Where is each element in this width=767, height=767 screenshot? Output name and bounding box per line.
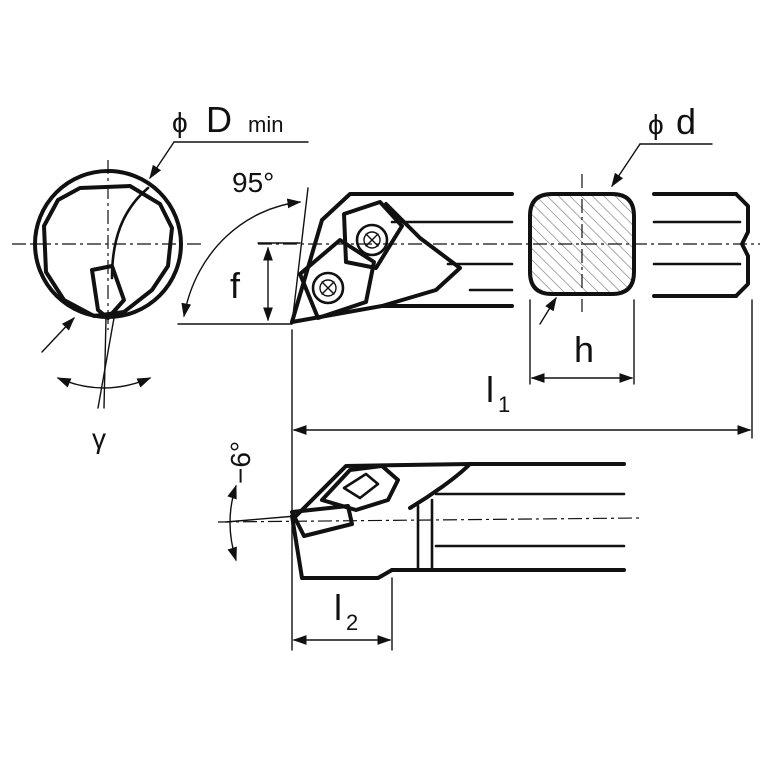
inclination-arc — [227, 484, 237, 562]
side-insert — [290, 504, 354, 538]
l2-main-label: l — [334, 587, 342, 628]
insert-screw — [311, 271, 345, 305]
h-label: h — [574, 329, 594, 370]
side-view-centerline — [217, 517, 641, 523]
inclination-reference-line — [225, 515, 297, 523]
clamp-top-view — [342, 200, 404, 270]
l1-dimension: l 1 — [291, 329, 752, 651]
clamp-screw-slot-b — [365, 233, 379, 247]
head-upper-outline — [290, 192, 514, 324]
side-clamp-shadow — [342, 472, 380, 500]
insert-screw-inner — [319, 279, 337, 297]
side-head-slope — [408, 462, 472, 510]
end-view: γ — [12, 160, 205, 454]
approach-angle-arc — [181, 198, 302, 318]
side-head-top — [294, 462, 472, 518]
insert-top-view — [298, 238, 376, 320]
d-phi-symbol: ϕ — [648, 109, 664, 140]
dmin-phi-symbol: ϕ — [172, 107, 188, 138]
shank-pointer-arrow — [539, 296, 557, 325]
approach-angle-label: 95° — [232, 167, 274, 198]
shank-end — [652, 192, 753, 439]
l1-subscript: 1 — [498, 392, 510, 417]
bar-flat-edge — [110, 186, 150, 280]
l2-subscript: 2 — [346, 610, 358, 635]
gamma-reference-line-b — [97, 317, 115, 409]
head-lower-outline — [290, 202, 462, 324]
clamp-screw-inner — [363, 231, 381, 249]
end-view-pointer-arrow — [41, 316, 75, 353]
gamma-arc — [56, 377, 152, 389]
dmin-leader — [149, 141, 175, 180]
top-view: 95° f — [177, 167, 760, 325]
side-clamp — [320, 464, 400, 512]
l1-main-label: l — [486, 369, 494, 410]
insert-screw-slot-b — [321, 281, 335, 295]
dmin-main-label: D — [206, 99, 232, 140]
f-label: f — [230, 265, 241, 306]
bar-cross-section-outline — [42, 184, 174, 318]
gamma-reference-line-a — [103, 317, 107, 409]
cutting-edge-extension — [291, 187, 309, 325]
inclination-label: −6° — [225, 441, 256, 484]
dmin-callout: ϕ D min — [149, 99, 309, 180]
d-main-label: d — [676, 101, 696, 142]
clamp-screw — [355, 223, 389, 257]
dmin-subscript: min — [248, 112, 283, 137]
l2-dimension: l 2 — [292, 587, 392, 645]
side-view: −6° — [217, 441, 641, 651]
insert-end-view — [90, 264, 126, 320]
shank-end-cap — [734, 192, 750, 298]
shank-section: h ϕ d — [528, 101, 713, 385]
d-leader — [611, 143, 641, 188]
gamma-label: γ — [92, 423, 106, 454]
side-head-bottom — [290, 514, 394, 580]
